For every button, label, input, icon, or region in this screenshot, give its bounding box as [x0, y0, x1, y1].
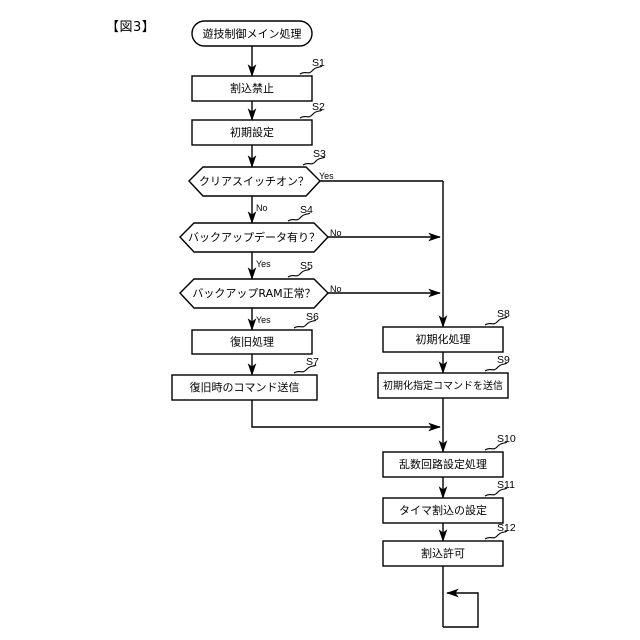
- node-s1: 割込禁止 S1: [191, 57, 325, 102]
- node-s7: 復旧時のコマンド送信 S7: [171, 356, 319, 401]
- s6-process-shape: [191, 329, 313, 355]
- node-s6: 復旧処理 S6: [191, 311, 319, 355]
- s5-decision-shape: [179, 278, 329, 309]
- s4-yes-label: Yes: [256, 259, 271, 269]
- node-s4: バックアップデータ有り？ S4 No Yes: [179, 204, 342, 269]
- edge-s7-merge-to-trunk: [251, 400, 441, 432]
- s8-process-shape: [382, 326, 504, 353]
- node-s2: 初期設定 S2: [191, 101, 325, 146]
- edge-loop-back: [443, 588, 479, 628]
- s3-yes-label: Yes: [319, 171, 334, 181]
- s4-leader-line: [287, 212, 311, 222]
- s11-leader-line: [484, 487, 508, 497]
- node-s8: 初期化処理 S8: [382, 308, 510, 353]
- start-terminator-label: 遊技制御メイン処理: [203, 27, 302, 41]
- s7-process-shape: [171, 374, 318, 401]
- s9-process-label: 初期化指定コマンドを送信: [383, 379, 503, 392]
- s7-step-id: S7: [306, 356, 319, 368]
- s5-no-label: No: [330, 284, 342, 294]
- s3-no-label: No: [256, 203, 268, 213]
- s6-process-label: 復旧処理: [230, 336, 274, 349]
- s2-process-shape: [191, 119, 313, 146]
- s2-process-label: 初期設定: [230, 125, 274, 139]
- s11-step-id: S11: [497, 479, 515, 491]
- node-s5: バックアップRAM正常？ S5 No Yes: [179, 260, 342, 325]
- s8-leader-line: [484, 316, 508, 326]
- s10-step-id: S10: [497, 433, 516, 445]
- s3-decision-shape: [188, 166, 321, 197]
- s1-process-label: 割込禁止: [230, 81, 274, 95]
- s9-process-shape: [377, 372, 509, 399]
- s8-process-label: 初期化処理: [416, 332, 471, 346]
- s9-leader-line: [484, 362, 508, 372]
- s12-process-label: 割込許可: [421, 546, 465, 560]
- s1-step-id: S1: [312, 57, 325, 69]
- s4-step-id: S4: [300, 204, 313, 216]
- s11-process-label: タイマ割込の設定: [399, 503, 487, 517]
- node-s10: 乱数回路設定処理 S10: [382, 433, 516, 478]
- start-terminator-shape: [191, 20, 313, 47]
- node-s3: クリアスイッチオン？ S3 Yes No: [188, 148, 334, 213]
- s3-step-id: S3: [313, 148, 326, 160]
- s6-step-id: S6: [306, 311, 319, 323]
- s9-step-id: S9: [497, 354, 510, 366]
- s1-process-shape: [191, 75, 313, 102]
- node-start: 遊技制御メイン処理: [191, 20, 313, 47]
- node-s12: 割込許可 S12: [382, 522, 516, 567]
- s12-leader-line: [484, 530, 508, 540]
- s10-leader-line: [484, 441, 508, 451]
- s7-process-label: 復旧時のコマンド送信: [190, 380, 300, 394]
- s5-leader-line: [287, 268, 311, 278]
- node-s9: 初期化指定コマンドを送信 S9: [377, 354, 510, 399]
- s5-step-id: S5: [300, 260, 313, 272]
- s5-yes-label: Yes: [256, 315, 271, 325]
- s2-leader-line: [299, 109, 323, 119]
- s11-process-shape: [382, 497, 504, 524]
- s10-process-label: 乱数回路設定処理: [399, 457, 487, 471]
- s7-leader-line: [293, 364, 317, 374]
- s8-step-id: S8: [497, 308, 510, 320]
- s12-process-shape: [382, 540, 504, 567]
- s6-leader-line: [293, 319, 317, 329]
- s10-process-shape: [382, 451, 504, 478]
- node-s11: タイマ割込の設定 S11: [382, 479, 515, 524]
- s4-decision-label: バックアップデータ有り？: [188, 230, 320, 244]
- s3-decision-label: クリアスイッチオン？: [199, 175, 309, 188]
- s3-leader-line: [302, 156, 326, 166]
- s12-step-id: S12: [497, 522, 516, 534]
- connectors: [247, 46, 479, 628]
- s1-leader-line: [299, 65, 323, 75]
- figure-label: 【図3】: [106, 20, 156, 35]
- s4-decision-shape: [179, 222, 329, 253]
- s2-step-id: S2: [312, 101, 325, 113]
- s5-decision-label: バックアップRAM正常？: [192, 287, 315, 300]
- s4-no-label: No: [330, 228, 342, 238]
